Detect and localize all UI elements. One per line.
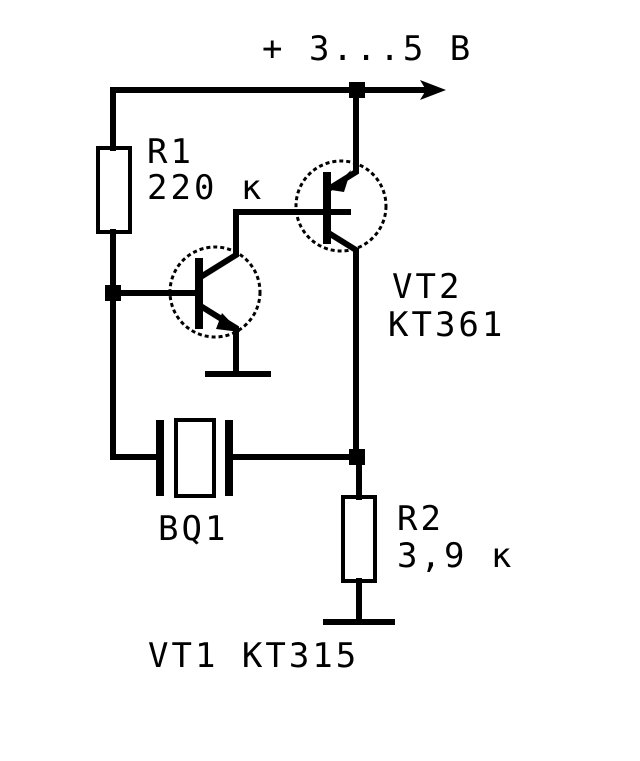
vt2-transistor-body (294, 159, 388, 253)
vt2-ref-label: VT2 (392, 267, 462, 307)
vt2-emitter-wire (322, 87, 359, 195)
supply-label: + 3...5 В (262, 29, 473, 69)
r1-ref-label: R1 (147, 132, 194, 172)
r2-ref-label: R2 (397, 499, 444, 539)
crystal-bq1 (174, 418, 216, 498)
supply-arrow (420, 80, 446, 100)
vt1-emitter-arrow (216, 313, 240, 332)
bq1-ref-label: BQ1 (158, 509, 228, 549)
resistor-r2 (341, 495, 377, 583)
r2-value-label: 3,9 к (397, 536, 514, 576)
vt1-note-label: VT1 КТ315 (148, 636, 359, 676)
vt1-collector-wire (194, 209, 351, 283)
vt2-type-label: КТ361 (388, 305, 505, 345)
vt2-emitter-arrow (331, 170, 351, 192)
resistor-r1 (96, 146, 132, 234)
r1-value-label: 220 к (147, 168, 264, 208)
vt2-collector-wire (322, 227, 359, 460)
vt1-emitter-wire (194, 300, 239, 375)
